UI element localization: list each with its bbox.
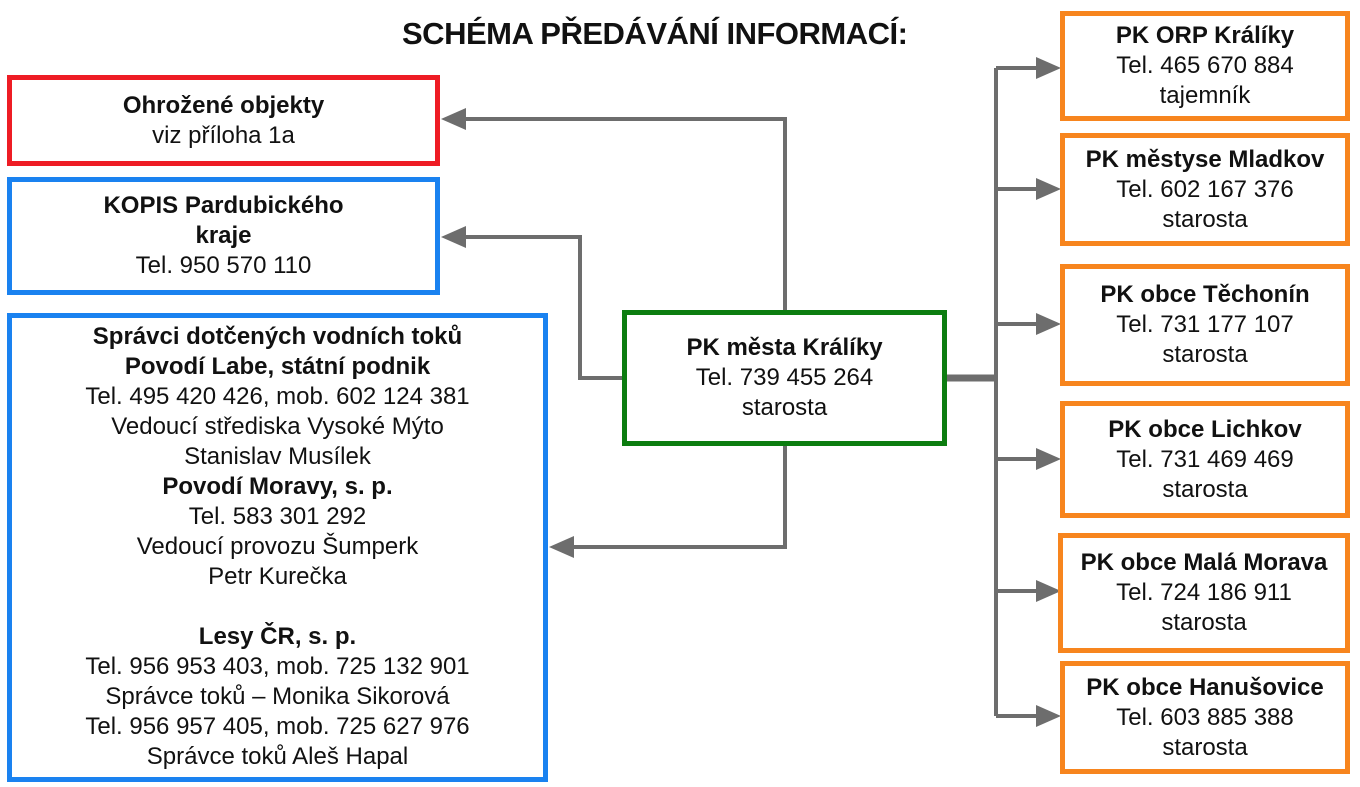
arrowhead-mala-morava xyxy=(1036,580,1061,602)
org-lesy-cr-contact2: Správce toků Aleš Hapal xyxy=(146,743,409,770)
org-povodi-labe: Povodí Labe, státní podnik xyxy=(124,353,431,380)
kopis-tel: Tel. 950 570 110 xyxy=(135,252,312,279)
right-box-tel: Tel. 465 670 884 xyxy=(1116,52,1294,79)
arrowhead-techonin xyxy=(1036,313,1061,335)
org-povodi-moravy-tel: Tel. 583 301 292 xyxy=(188,503,367,530)
right-box-name: PK městyse Mladkov xyxy=(1085,145,1325,173)
right-box-role: starosta xyxy=(1162,341,1248,368)
org-povodi-moravy-role: Vedoucí provozu Šumperk xyxy=(136,533,419,560)
org-povodi-labe-role: Vedoucí střediska Vysoké Mýto xyxy=(111,413,444,440)
org-lesy-cr-contact1: Správce toků – Monika Sikorová xyxy=(105,683,450,710)
arrowhead-threatened-objects xyxy=(441,108,466,130)
right-box-tel: Tel. 603 885 388 xyxy=(1116,703,1294,731)
right-box-tel: Tel. 602 167 376 xyxy=(1116,175,1294,203)
right-box-name: PK obce Hanušovice xyxy=(1086,673,1324,701)
arrowhead-mladkov xyxy=(1036,178,1061,200)
org-lesy-cr-tel2: Tel. 956 957 405, mob. 725 627 976 xyxy=(85,713,470,740)
arrowhead-orp-kraliky xyxy=(1036,57,1061,79)
threatened-objects-name: Ohrožené objekty xyxy=(122,91,325,119)
right-box-name: PK obce Lichkov xyxy=(1108,415,1302,443)
org-povodi-moravy: Povodí Moravy, s. p. xyxy=(162,473,393,500)
center-name: PK města Králíky xyxy=(686,334,883,361)
right-box-role: starosta xyxy=(1162,205,1248,233)
kopis-name-line1: KOPIS Pardubického xyxy=(103,192,344,219)
arrow-to-kopis xyxy=(460,235,624,380)
arrow-to-threatened-objects xyxy=(460,117,787,311)
org-povodi-labe-tel: Tel. 495 420 426, mob. 602 124 381 xyxy=(85,383,470,410)
center-role: starosta xyxy=(741,394,828,421)
right-box-name: PK obce Těchonín xyxy=(1100,281,1310,308)
org-povodi-labe-person: Stanislav Musílek xyxy=(184,443,371,470)
arrowhead-kopis xyxy=(441,226,466,248)
right-box-mala-morava: PK obce Malá Morava Tel. 724 186 911 sta… xyxy=(1058,533,1350,653)
kopis-name-line2: kraje xyxy=(195,222,252,249)
org-lesy-cr: Lesy ČR, s. p. xyxy=(198,623,357,650)
arrowhead-hanusovice xyxy=(1036,705,1061,727)
center-box-kraliky: PK města Králíky Tel. 739 455 264 staros… xyxy=(622,310,947,446)
right-box-mladkov: PK městyse Mladkov Tel. 602 167 376 star… xyxy=(1060,133,1350,246)
right-box-name: PK obce Malá Morava xyxy=(1080,549,1328,576)
org-povodi-moravy-person: Petr Kurečka xyxy=(208,563,347,590)
right-box-tel: Tel. 731 177 107 xyxy=(1116,311,1294,338)
right-box-role: starosta xyxy=(1162,733,1248,761)
right-box-orp-kraliky: PK ORP Králíky Tel. 465 670 884 tajemník xyxy=(1060,11,1350,121)
right-box-hanusovice: PK obce Hanušovice Tel. 603 885 388 star… xyxy=(1060,661,1350,774)
right-box-lichkov: PK obce Lichkov Tel. 731 469 469 starost… xyxy=(1060,401,1350,518)
right-box-techonin: PK obce Těchonín Tel. 731 177 107 staros… xyxy=(1060,264,1350,386)
right-box-tel: Tel. 731 469 469 xyxy=(1116,445,1294,473)
arrowhead-lichkov xyxy=(1036,448,1061,470)
right-box-name: PK ORP Králíky xyxy=(1115,22,1295,49)
arrow-to-water-managers xyxy=(568,443,787,549)
right-box-role: starosta xyxy=(1162,475,1248,503)
threatened-objects-box: Ohrožené objekty viz příloha 1a xyxy=(7,75,440,166)
diagram-title: SCHÉMA PŘEDÁVÁNÍ INFORMACÍ: xyxy=(402,16,908,51)
water-managers-box: Správci dotčených vodních toků Povodí La… xyxy=(7,313,548,782)
center-tel: Tel. 739 455 264 xyxy=(695,364,874,391)
right-box-role: tajemník xyxy=(1159,82,1251,109)
org-lesy-cr-tel1: Tel. 956 953 403, mob. 725 132 901 xyxy=(85,653,470,680)
kopis-box: KOPIS Pardubického kraje Tel. 950 570 11… xyxy=(7,177,440,295)
arrowhead-water-managers xyxy=(549,536,574,558)
water-managers-heading: Správci dotčených vodních toků xyxy=(92,323,463,350)
threatened-objects-note: viz příloha 1a xyxy=(152,121,295,149)
right-box-role: starosta xyxy=(1161,609,1247,636)
right-box-tel: Tel. 724 186 911 xyxy=(1116,579,1292,606)
